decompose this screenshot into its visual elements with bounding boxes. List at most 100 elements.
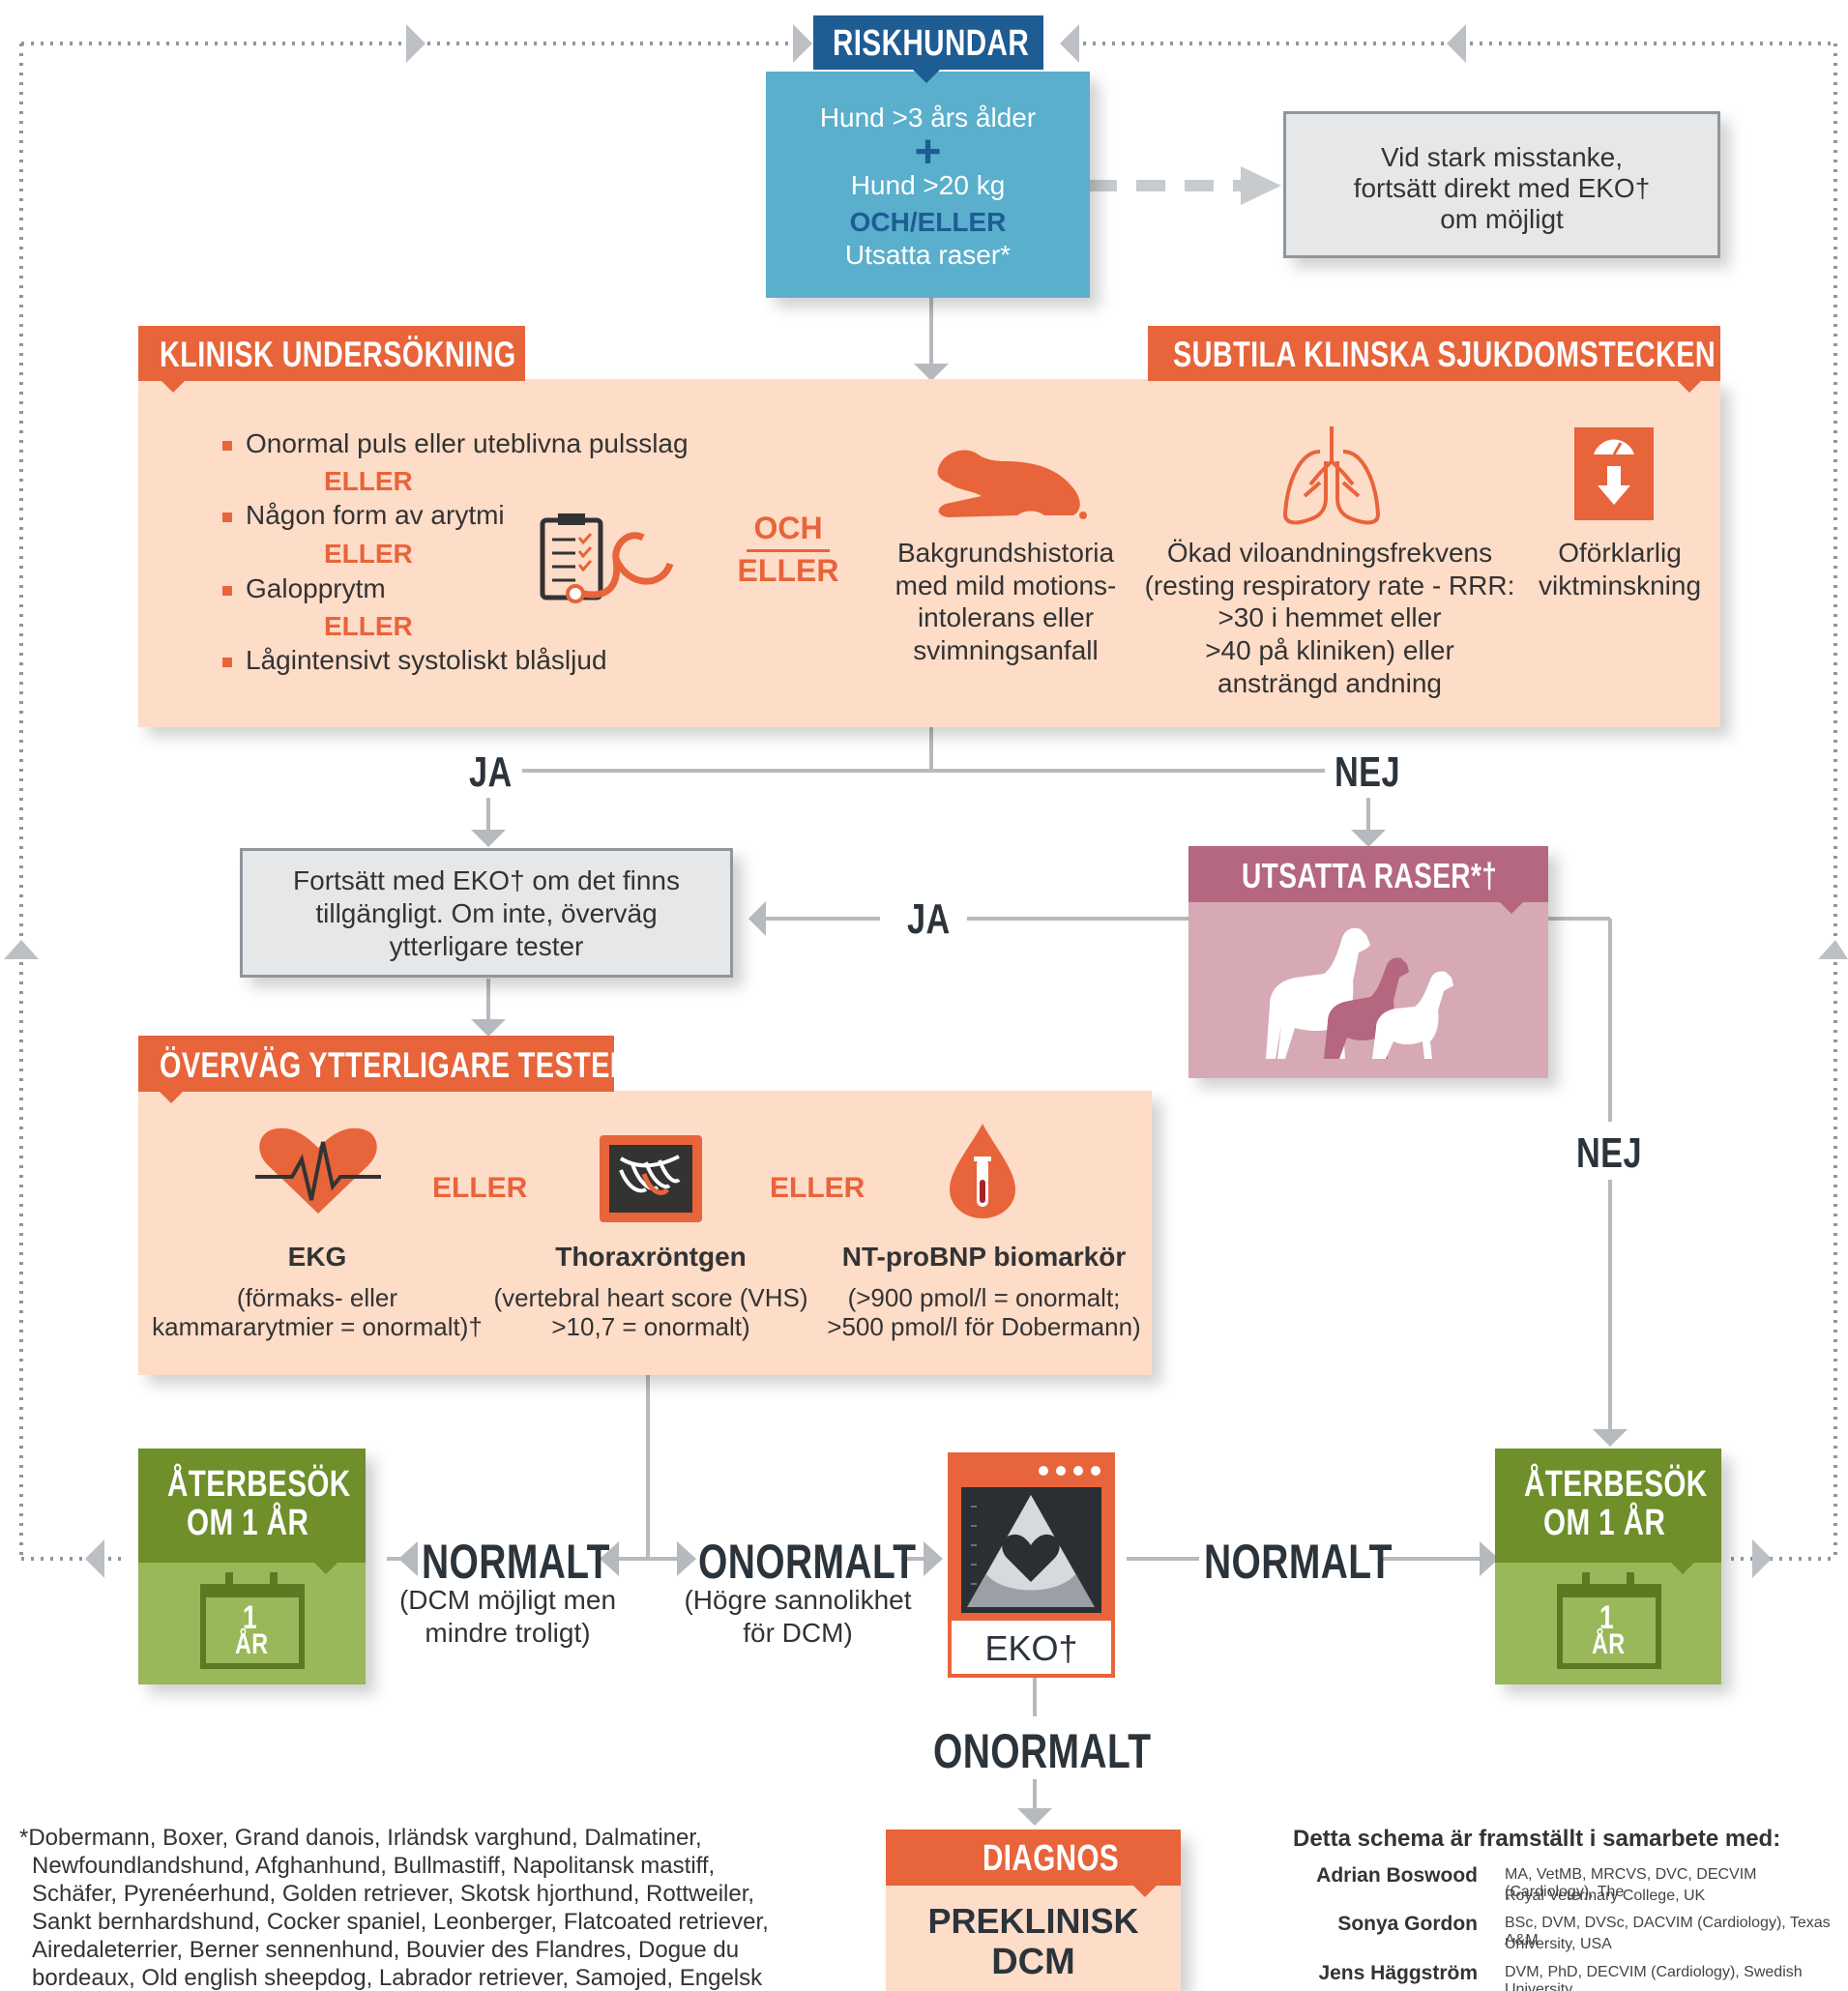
indicator-dot <box>1039 1466 1048 1476</box>
continue-box: Fortsätt med EKO† om det finns tillgängl… <box>240 848 733 978</box>
suspicion-box: Vid stark misstanke, fortsätt direkt med… <box>1283 111 1720 258</box>
clipboard-stethoscope-icon <box>540 513 674 603</box>
recheck-box-right: ÅTERBESÖK OM 1 ÅR 1 ÅR <box>1495 1449 1721 1684</box>
credit-detail: Royal Veterinary College, UK <box>1505 1888 1706 1904</box>
history-line-2: med mild motions- <box>895 571 1117 600</box>
rrr-line-4: >40 på kliniken) eller <box>1205 635 1454 665</box>
suspicion-line-1: Vid stark misstanke, <box>1380 142 1624 172</box>
and-or-divider <box>747 549 830 552</box>
rrr-line-1: Ökad viloandningsfrekvens <box>1166 538 1493 568</box>
blood-drop-icon <box>950 1124 1015 1218</box>
breeds-title-bar: UTSATTA RASER*† <box>1188 846 1548 902</box>
clinical-or-1: ELLER <box>324 466 413 496</box>
calendar-number: 1 <box>243 1599 258 1636</box>
clinical-title-bar: KLINISK UNDERSÖKNING <box>138 326 525 381</box>
continue-line-1: Fortsätt med EKO† om det finns <box>293 865 680 895</box>
risk-and-or: OCH/ELLER <box>849 207 1007 237</box>
tests-or-1: ELLER <box>432 1172 528 1204</box>
risk-criteria-2: Hund >20 kg <box>850 170 1006 200</box>
bnp-desc-2: >500 pmol/l för Dobermann) <box>827 1312 1141 1341</box>
ekg-title: EKG <box>287 1242 347 1272</box>
weight-scale-icon <box>1574 427 1654 520</box>
eko-box: EKO† <box>948 1452 1115 1678</box>
clinical-or-3: ELLER <box>324 611 413 641</box>
resting-dog-icon <box>937 450 1087 519</box>
credit-detail: BSc, DVM, DVSc, DACVIM (Cardiology), Tex… <box>1505 1915 1831 1948</box>
normal-note-2: mindre troligt) <box>425 1618 591 1648</box>
calendar-bar <box>1557 1584 1661 1597</box>
tests-or-2: ELLER <box>770 1172 865 1204</box>
footnote-line-4: Sankt bernhardshund, Cocker spaniel, Leo… <box>32 1909 769 1935</box>
tests-title-notch <box>158 1090 185 1103</box>
footnote-line-6: bordeaux, Old english sheepdog, Labrador… <box>32 1965 763 1991</box>
xray-desc-2: >10,7 = onormalt) <box>551 1312 750 1341</box>
recheck-header <box>1495 1449 1721 1563</box>
tests-title: ÖVERVÄG YTTERLIGARE TESTER <box>160 1045 631 1085</box>
clinical-item-3: Galopprytm <box>222 571 386 607</box>
bnp-desc-1: (>900 pmol/l = onormalt; <box>847 1283 1121 1312</box>
risk-box: Hund >3 års ålder + Hund >20 kg OCH/ELLE… <box>766 72 1090 298</box>
ekg-desc-1: (förmaks- eller <box>236 1283 398 1312</box>
recheck-title-1: ÅTERBESÖK <box>1524 1464 1708 1505</box>
credits-heading: Detta schema är framställt i samarbete m… <box>1293 1826 1781 1852</box>
clinical-item-label: Galopprytm <box>246 573 386 603</box>
subtle-title-notch <box>1676 379 1703 393</box>
subtle-title: SUBTILA KLINSKA SJUKDOMSTECKEN <box>1173 335 1716 374</box>
clinical-title-notch <box>160 379 187 393</box>
calendar-icon: 1 ÅR <box>1557 1572 1661 1669</box>
abnormal-label-bottom: ONORMALT <box>933 1724 1152 1778</box>
abnormal-note-2: för DCM) <box>743 1618 853 1648</box>
lungs-icon <box>1282 426 1381 525</box>
dog-breeds-icon <box>1266 927 1453 1059</box>
clinical-item-label: Någon form av arytmi <box>246 500 505 530</box>
risk-title-bar: RISKHUNDAR <box>813 15 1043 70</box>
footnote-line-5: Airedaleterrier, Berner sennenhund, Bouv… <box>32 1937 740 1963</box>
diagnosis-notch <box>1131 1884 1159 1897</box>
continue-line-3: ytterligare tester <box>389 931 584 961</box>
history-line-1: Bakgrundshistoria <box>896 538 1115 568</box>
breeds-title-notch <box>1498 900 1525 914</box>
clinical-item-1: Onormal puls eller uteblivna pulsslag <box>222 425 689 462</box>
eko-dots <box>1039 1466 1106 1479</box>
suspicion-line-3: om möjligt <box>1440 204 1564 234</box>
suspicion-line-2: fortsätt direkt med EKO† <box>1353 173 1651 203</box>
clinical-item-label: Lågintensivt systoliskt blåsljud <box>246 645 607 675</box>
tests-title-bar: ÖVERVÄG YTTERLIGARE TESTER <box>138 1036 631 1092</box>
history-line-4: svimningsanfall <box>913 635 1099 665</box>
yes-label-2: JA <box>907 895 951 943</box>
rrr-line-3: >30 i hemmet eller <box>1217 602 1442 632</box>
risk-title: RISKHUNDAR <box>833 23 1030 64</box>
indicator-dot <box>1056 1466 1066 1476</box>
recheck-title-2: OM 1 ÅR <box>187 1503 309 1543</box>
risk-title-notch <box>911 68 942 83</box>
abnormal-note-1: (Högre sannolikhet <box>684 1585 912 1615</box>
clinical-item-2: Någon form av arytmi <box>222 497 505 534</box>
xray-title: Thoraxröntgen <box>555 1242 747 1272</box>
clinical-item-4: Lågintensivt systoliskt blåsljud <box>222 642 607 679</box>
credit-detail: MA, VetMB, MRCVS, DVC, DECVIM (Cardiolog… <box>1505 1866 1757 1900</box>
recheck-header <box>138 1449 366 1563</box>
ekg-desc-2: kammararytmier = onormalt)† <box>152 1312 483 1341</box>
diagnosis-title: DIAGNOS <box>983 1838 1120 1879</box>
credit-name: Adrian Boswood <box>1316 1864 1478 1887</box>
diagnosis-box: DIAGNOS PREKLINISK DCM <box>886 1830 1181 1991</box>
recheck-title-1: ÅTERBESÖK <box>167 1464 351 1505</box>
clinical-panel <box>138 379 1720 727</box>
footnote-line-3: Schäfer, Pyrenéerhund, Golden retriever,… <box>32 1881 755 1907</box>
and-label: OCH <box>753 511 823 545</box>
dashed-arrowhead <box>1241 166 1281 205</box>
solid-connectors <box>387 298 1612 1810</box>
no-label-2: NEJ <box>1576 1129 1642 1177</box>
ekg-heart-icon <box>255 1127 381 1214</box>
calendar-ring <box>1627 1572 1634 1590</box>
rrr-line-2: (resting respiratory rate - RRR: <box>1144 571 1515 600</box>
calendar-unit: ÅR <box>1592 1628 1626 1660</box>
calendar-number: 1 <box>1599 1599 1615 1636</box>
diagnosis-line-1: PREKLINISK <box>927 1901 1139 1941</box>
recheck-notch <box>312 1561 339 1574</box>
breeds-box: UTSATTA RASER*† <box>1188 846 1548 1078</box>
credit-name: Sonya Gordon <box>1337 1913 1478 1935</box>
no-label-1: NEJ <box>1335 748 1400 796</box>
xray-icon <box>600 1135 702 1222</box>
